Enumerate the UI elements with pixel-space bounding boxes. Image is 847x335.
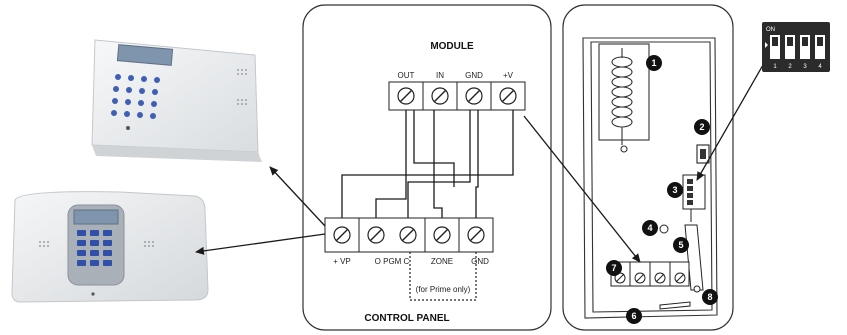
device-inner-housing	[582, 37, 718, 319]
callout-3: 3	[667, 182, 683, 198]
callout-7: 7	[606, 260, 622, 276]
connection-wires	[341, 110, 514, 218]
svg-text:4: 4	[647, 223, 652, 233]
callout-1: 1	[646, 55, 662, 71]
dip-on-label: ON	[766, 27, 775, 33]
svg-text:3: 3	[672, 185, 677, 195]
dip-number-4: 4	[818, 64, 822, 70]
panel-terminal-vp: + VP	[333, 257, 351, 266]
arrow-to-upper-panel	[269, 166, 326, 227]
mounting-hole	[693, 285, 701, 293]
svg-text:5: 5	[678, 240, 683, 250]
antenna-coil	[598, 43, 650, 153]
prime-only-box	[409, 252, 477, 301]
module-terminal-plus-v: +V	[503, 71, 514, 80]
callout-2: 2	[694, 119, 710, 135]
arrow-module-to-device	[523, 115, 641, 263]
dip-number-2: 2	[788, 64, 792, 70]
svg-text:6: 6	[631, 311, 636, 321]
svg-text:1: 1	[651, 58, 656, 68]
callout-5: 5	[673, 237, 689, 253]
control-panel-keypad-image	[91, 39, 262, 162]
arrow-dip-to-device	[696, 64, 764, 181]
callout-6: 6	[626, 308, 642, 324]
svg-text:8: 8	[707, 292, 712, 302]
module-terminal-out: OUT	[398, 71, 415, 80]
device-terminal-block	[610, 261, 690, 287]
prime-only-note: (for Prime only)	[416, 285, 471, 294]
svg-text:2: 2	[699, 122, 704, 132]
module-terminal-block	[388, 81, 526, 111]
arrow-to-lower-panel	[195, 233, 326, 255]
svg-text:7: 7	[611, 263, 616, 273]
prime-control-panel-image	[11, 191, 209, 303]
dip-switch-picture: ON 1 2 3 4	[762, 22, 830, 72]
led-hole	[659, 224, 669, 234]
module-title: MODULE	[430, 41, 474, 52]
control-panel-title: CONTROL PANEL	[364, 313, 449, 324]
module-terminal-in: IN	[436, 71, 444, 80]
panel-terminal-pgm: O PGM C	[375, 257, 410, 266]
dip-number-3: 3	[803, 64, 807, 70]
panel-terminal-zone: ZONE	[431, 257, 453, 266]
panel-terminal-block	[324, 217, 494, 253]
bottom-slot	[659, 301, 691, 310]
wiring-frame	[302, 4, 552, 331]
callout-8: 8	[702, 289, 718, 305]
module-terminal-gnd: GND	[465, 71, 483, 80]
callout-4: 4	[642, 220, 658, 236]
dip-number-1: 1	[773, 64, 777, 70]
dip-switch-block	[682, 174, 706, 222]
panel-terminal-gnd: GND	[471, 257, 489, 266]
